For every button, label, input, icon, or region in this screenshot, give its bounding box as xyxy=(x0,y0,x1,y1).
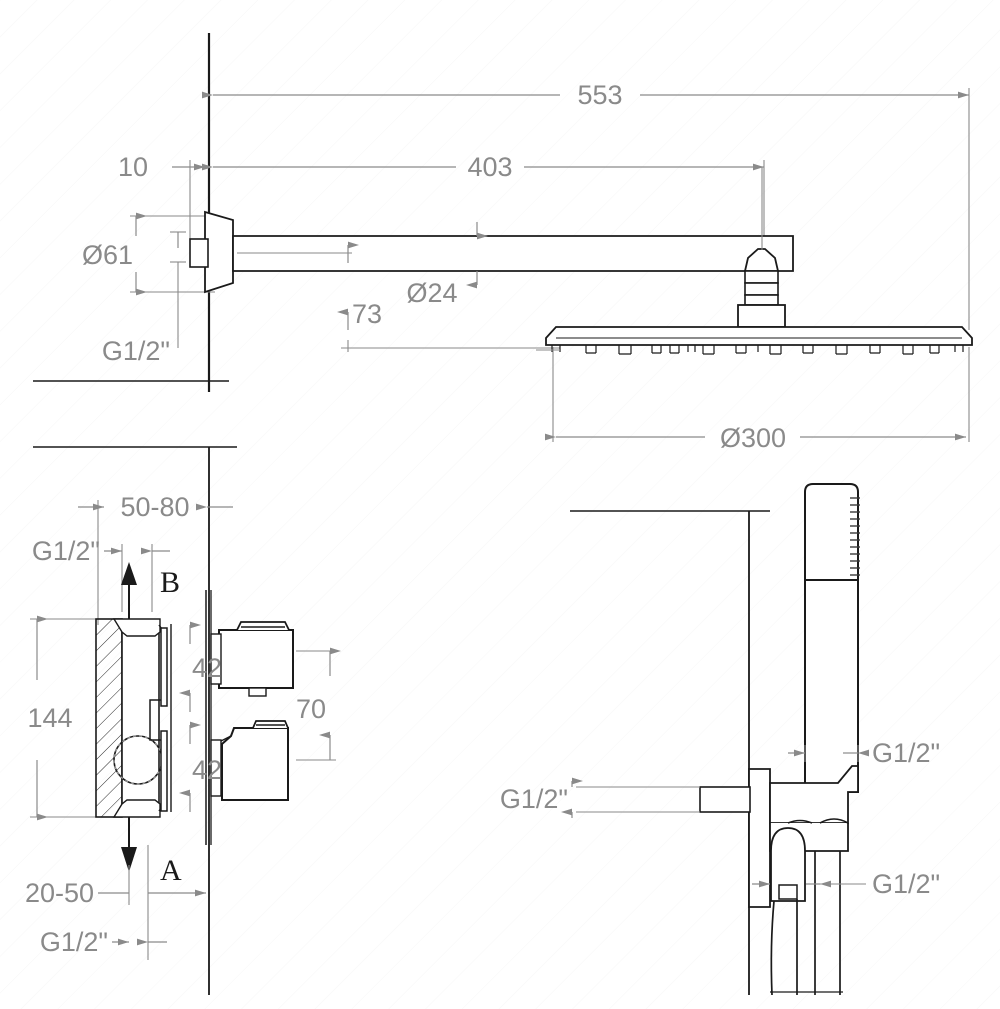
dim-g12-hose: G1/2" xyxy=(752,869,940,899)
dim-42-top: 42 xyxy=(179,621,222,712)
dim-g12-arm: G1/2" xyxy=(102,231,186,366)
dim-403: 403 xyxy=(202,152,765,262)
dim-403-label: 403 xyxy=(467,152,512,182)
wall-nipple xyxy=(189,238,209,268)
dim-g12-valve-top-label: G1/2" xyxy=(32,536,100,566)
shower-nozzles xyxy=(551,345,964,355)
view-handshower: G1/2" xyxy=(500,483,940,996)
port-B-marker: B xyxy=(121,562,180,620)
valve-bottom-port xyxy=(112,799,161,818)
handshower-wand[interactable] xyxy=(804,483,860,793)
dim-g12-wand-label: G1/2" xyxy=(872,738,940,768)
port-B-label: B xyxy=(160,566,180,599)
dim-42-bottom-label: 42 xyxy=(192,755,222,785)
dim-61-label: Ø61 xyxy=(82,240,133,270)
valve-top-port xyxy=(112,618,161,637)
dim-10-label: 10 xyxy=(118,152,148,182)
dim-24: Ø24 xyxy=(406,222,488,308)
wand-spray-texture xyxy=(850,497,860,576)
dim-20-50: 20-50 xyxy=(25,845,206,960)
upper-control-handle[interactable] xyxy=(210,621,294,697)
dim-73: 73 xyxy=(337,241,560,352)
dim-50-80: 50-80 xyxy=(78,492,233,625)
dim-61: Ø61 xyxy=(82,212,215,296)
lower-control-handle[interactable] xyxy=(210,720,289,801)
dim-10: 10 xyxy=(118,152,205,250)
dim-42-top-label: 42 xyxy=(192,653,222,683)
port-A-label: A xyxy=(160,854,182,887)
dim-g12-wand: G1/2" xyxy=(788,738,940,768)
dim-g12-arm-label: G1/2" xyxy=(102,336,170,366)
dim-144-label: 144 xyxy=(27,703,72,733)
hose-connector-nut xyxy=(770,827,806,902)
view-concealed-valve: 50-80 G1/2" B 144 xyxy=(25,446,341,995)
wall-flange xyxy=(204,210,234,294)
dim-144: 144 xyxy=(27,615,96,821)
dim-g12-hose-label: G1/2" xyxy=(872,869,940,899)
dim-g12-valve-bottom: G1/2" xyxy=(40,927,167,957)
shower-head-swivel-joint xyxy=(737,248,786,328)
dim-g12-inlet-label: G1/2" xyxy=(500,784,568,814)
rain-shower-head-plate xyxy=(545,326,973,346)
dim-g12-valve-bottom-label: G1/2" xyxy=(40,927,108,957)
wall-inlet-nipple xyxy=(699,786,751,813)
dim-g12-valve-top: G1/2" xyxy=(32,536,170,612)
dim-300-label: Ø300 xyxy=(720,423,786,453)
shower-hose xyxy=(770,851,843,996)
valve-body xyxy=(95,618,165,818)
dim-70: 70 xyxy=(296,647,341,761)
valve-body-hatch xyxy=(95,618,123,818)
dim-553-label: 553 xyxy=(577,80,622,110)
dim-300: Ø300 xyxy=(545,347,970,453)
dim-73-label: 73 xyxy=(352,299,382,329)
dim-42-bottom: 42 xyxy=(179,721,222,812)
dim-50-80-label: 50-80 xyxy=(120,492,189,522)
dim-20-50-label: 20-50 xyxy=(25,878,94,908)
view-shower-arm: 553 403 10 Ø61 G1/2" xyxy=(33,33,973,453)
dim-g12-inlet: G1/2" xyxy=(500,777,700,818)
port-A-marker: A xyxy=(121,817,182,887)
dim-70-label: 70 xyxy=(296,694,326,724)
dim-553: 553 xyxy=(202,80,970,330)
dim-24-label: Ø24 xyxy=(406,278,457,308)
shower-arm-tube xyxy=(232,235,794,272)
valve-escutcheon-plate xyxy=(160,624,172,812)
